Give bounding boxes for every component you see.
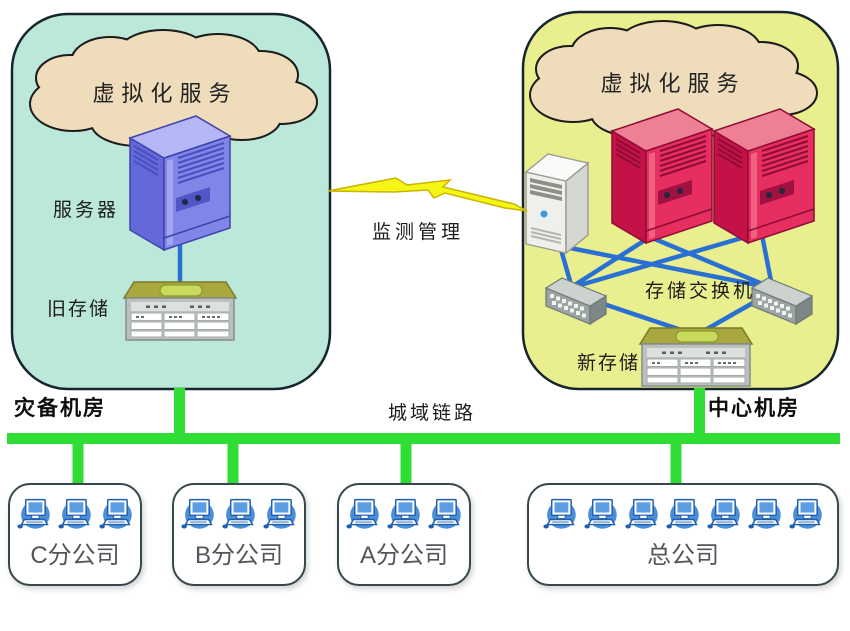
computer-icon xyxy=(262,498,296,529)
left-cloud-label: 虚拟化服务 xyxy=(92,82,238,107)
computer-icon xyxy=(180,498,214,529)
storage-array-icon xyxy=(123,281,237,341)
server-tower-icon xyxy=(612,109,712,243)
computer-icon xyxy=(788,498,822,529)
metro-link-bus xyxy=(7,388,840,485)
office-box: A分公司 xyxy=(337,483,471,586)
offices-row: C分公司 B分公司 A分公司 xyxy=(0,483,850,586)
central-room-label: 中心机房 xyxy=(708,395,800,420)
storage-switch-label: 存储交换机 xyxy=(644,280,756,302)
office-label: C分公司 xyxy=(30,542,120,569)
workstation-icons xyxy=(345,493,464,533)
computer-icon xyxy=(747,498,781,529)
computer-icon xyxy=(427,498,461,529)
computer-icon xyxy=(624,498,658,529)
office-box: 总公司 xyxy=(527,483,839,586)
storage-array-icon xyxy=(639,327,753,387)
server-tower-icon xyxy=(130,116,230,250)
server-label: 服务器 xyxy=(53,199,120,221)
disaster-recovery-room-label: 灾备机房 xyxy=(14,395,106,420)
office-label: B分公司 xyxy=(194,542,283,569)
computer-icon xyxy=(221,498,255,529)
old-storage-label: 旧存储 xyxy=(47,298,111,320)
computer-icon xyxy=(98,498,132,529)
office-label: 总公司 xyxy=(647,542,719,569)
computer-icon xyxy=(386,498,420,529)
computer-icon xyxy=(542,498,576,529)
computer-icon xyxy=(706,498,740,529)
right-cloud-label: 虚拟化服务 xyxy=(600,72,746,97)
monitoring-link-label: 监测管理 xyxy=(371,221,465,243)
workstation-icons xyxy=(16,493,135,533)
server-tower-icon xyxy=(714,109,814,243)
workstation-icons xyxy=(542,493,825,533)
office-label: A分公司 xyxy=(359,542,448,569)
new-storage-label: 新存储 xyxy=(577,352,641,374)
computer-icon xyxy=(57,498,91,529)
computer-icon xyxy=(583,498,617,529)
metro-link-label: 城域链路 xyxy=(387,402,477,424)
computer-icon xyxy=(345,498,379,529)
computer-icon xyxy=(665,498,699,529)
office-box: C分公司 xyxy=(8,483,142,586)
office-box: B分公司 xyxy=(172,483,306,586)
lightning-bolt-icon xyxy=(327,177,528,212)
pc-tower-icon xyxy=(525,153,589,254)
workstation-icons xyxy=(180,493,299,533)
computer-icon xyxy=(16,498,50,529)
